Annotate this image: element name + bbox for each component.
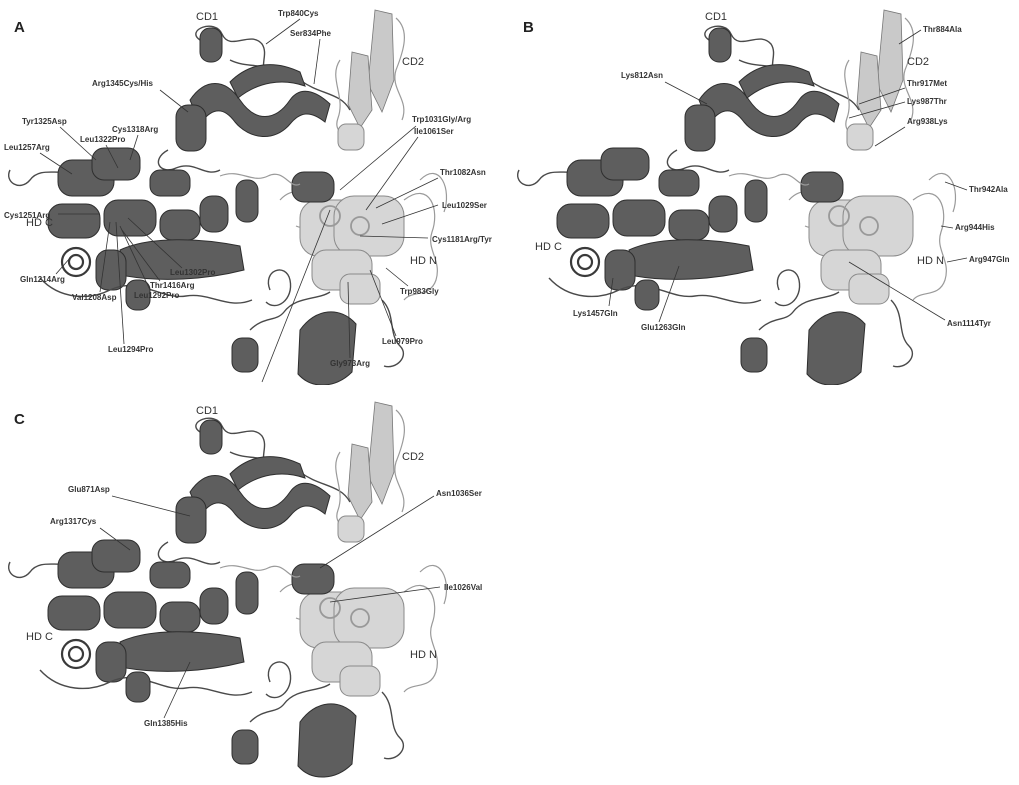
panel-a: A CD1 CD2 HD C HD N Trp840Cys Ser834Phe … xyxy=(0,0,509,385)
mutation-label: Asn1036Ser xyxy=(436,489,482,498)
mutation-label: Gly973Arg xyxy=(330,359,370,368)
domain-label-cd1: CD1 xyxy=(196,405,218,417)
panel-letter: C xyxy=(14,411,25,428)
mutation-label: Ile1026Val xyxy=(444,583,482,592)
mutation-label: Lys812Asn xyxy=(621,71,663,80)
mutation-label: Gln1385His xyxy=(144,719,188,728)
mutation-label: Arg947Gln xyxy=(969,255,1010,264)
mutation-label: Val1208Asp xyxy=(72,293,117,302)
mutation-label: Cys1181Arg/Tyr xyxy=(432,235,492,244)
domain-label-hdn: HD N xyxy=(410,255,437,267)
mutation-label: Leu1029Ser xyxy=(442,201,487,210)
mutation-label: Leu1257Arg xyxy=(4,143,50,152)
mutation-label: Thr1082Asn xyxy=(440,168,486,177)
mutation-label: Lys987Thr xyxy=(907,97,947,106)
mutation-label: Trp1031Gly/Arg xyxy=(412,115,471,124)
panel-a-structure: A CD1 CD2 HD C HD N Trp840Cys Ser834Phe … xyxy=(0,0,509,385)
mutation-label: Glu871Asp xyxy=(68,485,110,494)
mutation-label: Asn1114Tyr xyxy=(947,319,991,328)
domain-label-cd2: CD2 xyxy=(402,451,424,463)
mutation-label: Tyr1325Asp xyxy=(22,117,67,126)
mutation-label: Cys1318Arg xyxy=(112,125,158,134)
mutation-label: Ile1061Ser xyxy=(414,127,454,136)
panel-b: B CD1 CD2 HD C HD N Thr884Ala Lys812Asn … xyxy=(509,0,1019,385)
domain-label-cd1: CD1 xyxy=(196,11,218,23)
mutation-label: Ser834Phe xyxy=(290,29,331,38)
mutation-label: Lys1457Gln xyxy=(573,309,618,318)
mutation-label: Thr917Met xyxy=(907,79,947,88)
mutation-label: Arg1345Cys/His xyxy=(92,79,153,88)
mutation-label: Arg938Lys xyxy=(907,117,948,126)
panel-letter: A xyxy=(14,19,25,36)
mutation-label: Trp983Gly xyxy=(400,287,439,296)
mutation-label: Leu979Pro xyxy=(382,337,423,346)
mutation-label: Cys1251Arg xyxy=(4,211,50,220)
mutation-label: Leu1322Pro xyxy=(80,135,125,144)
panel-c-structure: C CD1 CD2 HD C HD N Glu871Asp Asn1036Ser… xyxy=(0,392,509,785)
panel-c: C CD1 CD2 HD C HD N Glu871Asp Asn1036Ser… xyxy=(0,392,509,785)
mutation-label: Gln1214Arg xyxy=(20,275,65,284)
domain-label-cd2: CD2 xyxy=(907,56,929,68)
mutation-label: Leu1294Pro xyxy=(108,345,153,354)
domain-label-hdc: HD C xyxy=(535,241,562,253)
mutation-label: Trp840Cys xyxy=(278,9,319,18)
domain-label-cd2: CD2 xyxy=(402,56,424,68)
domain-label-hdn: HD N xyxy=(410,649,437,661)
mutation-label: Arg944His xyxy=(955,223,995,232)
mutation-label: Arg1317Cys xyxy=(50,517,97,526)
panel-b-structure: B CD1 CD2 HD C HD N Thr884Ala Lys812Asn … xyxy=(509,0,1019,385)
domain-label-hdn: HD N xyxy=(917,255,944,267)
mutation-label: Glu1263Gln xyxy=(641,323,686,332)
panel-letter: B xyxy=(523,19,534,36)
mutation-label: Thr942Ala xyxy=(969,185,1008,194)
domain-label-hdc: HD C xyxy=(26,631,53,643)
mutation-label: Leu1302Pro xyxy=(170,268,215,277)
mutation-label: Thr884Ala xyxy=(923,25,962,34)
mutation-label: Thr1416Arg xyxy=(150,281,195,290)
domain-label-cd1: CD1 xyxy=(705,11,727,23)
mutation-label: Leu1292Pro xyxy=(134,291,179,300)
